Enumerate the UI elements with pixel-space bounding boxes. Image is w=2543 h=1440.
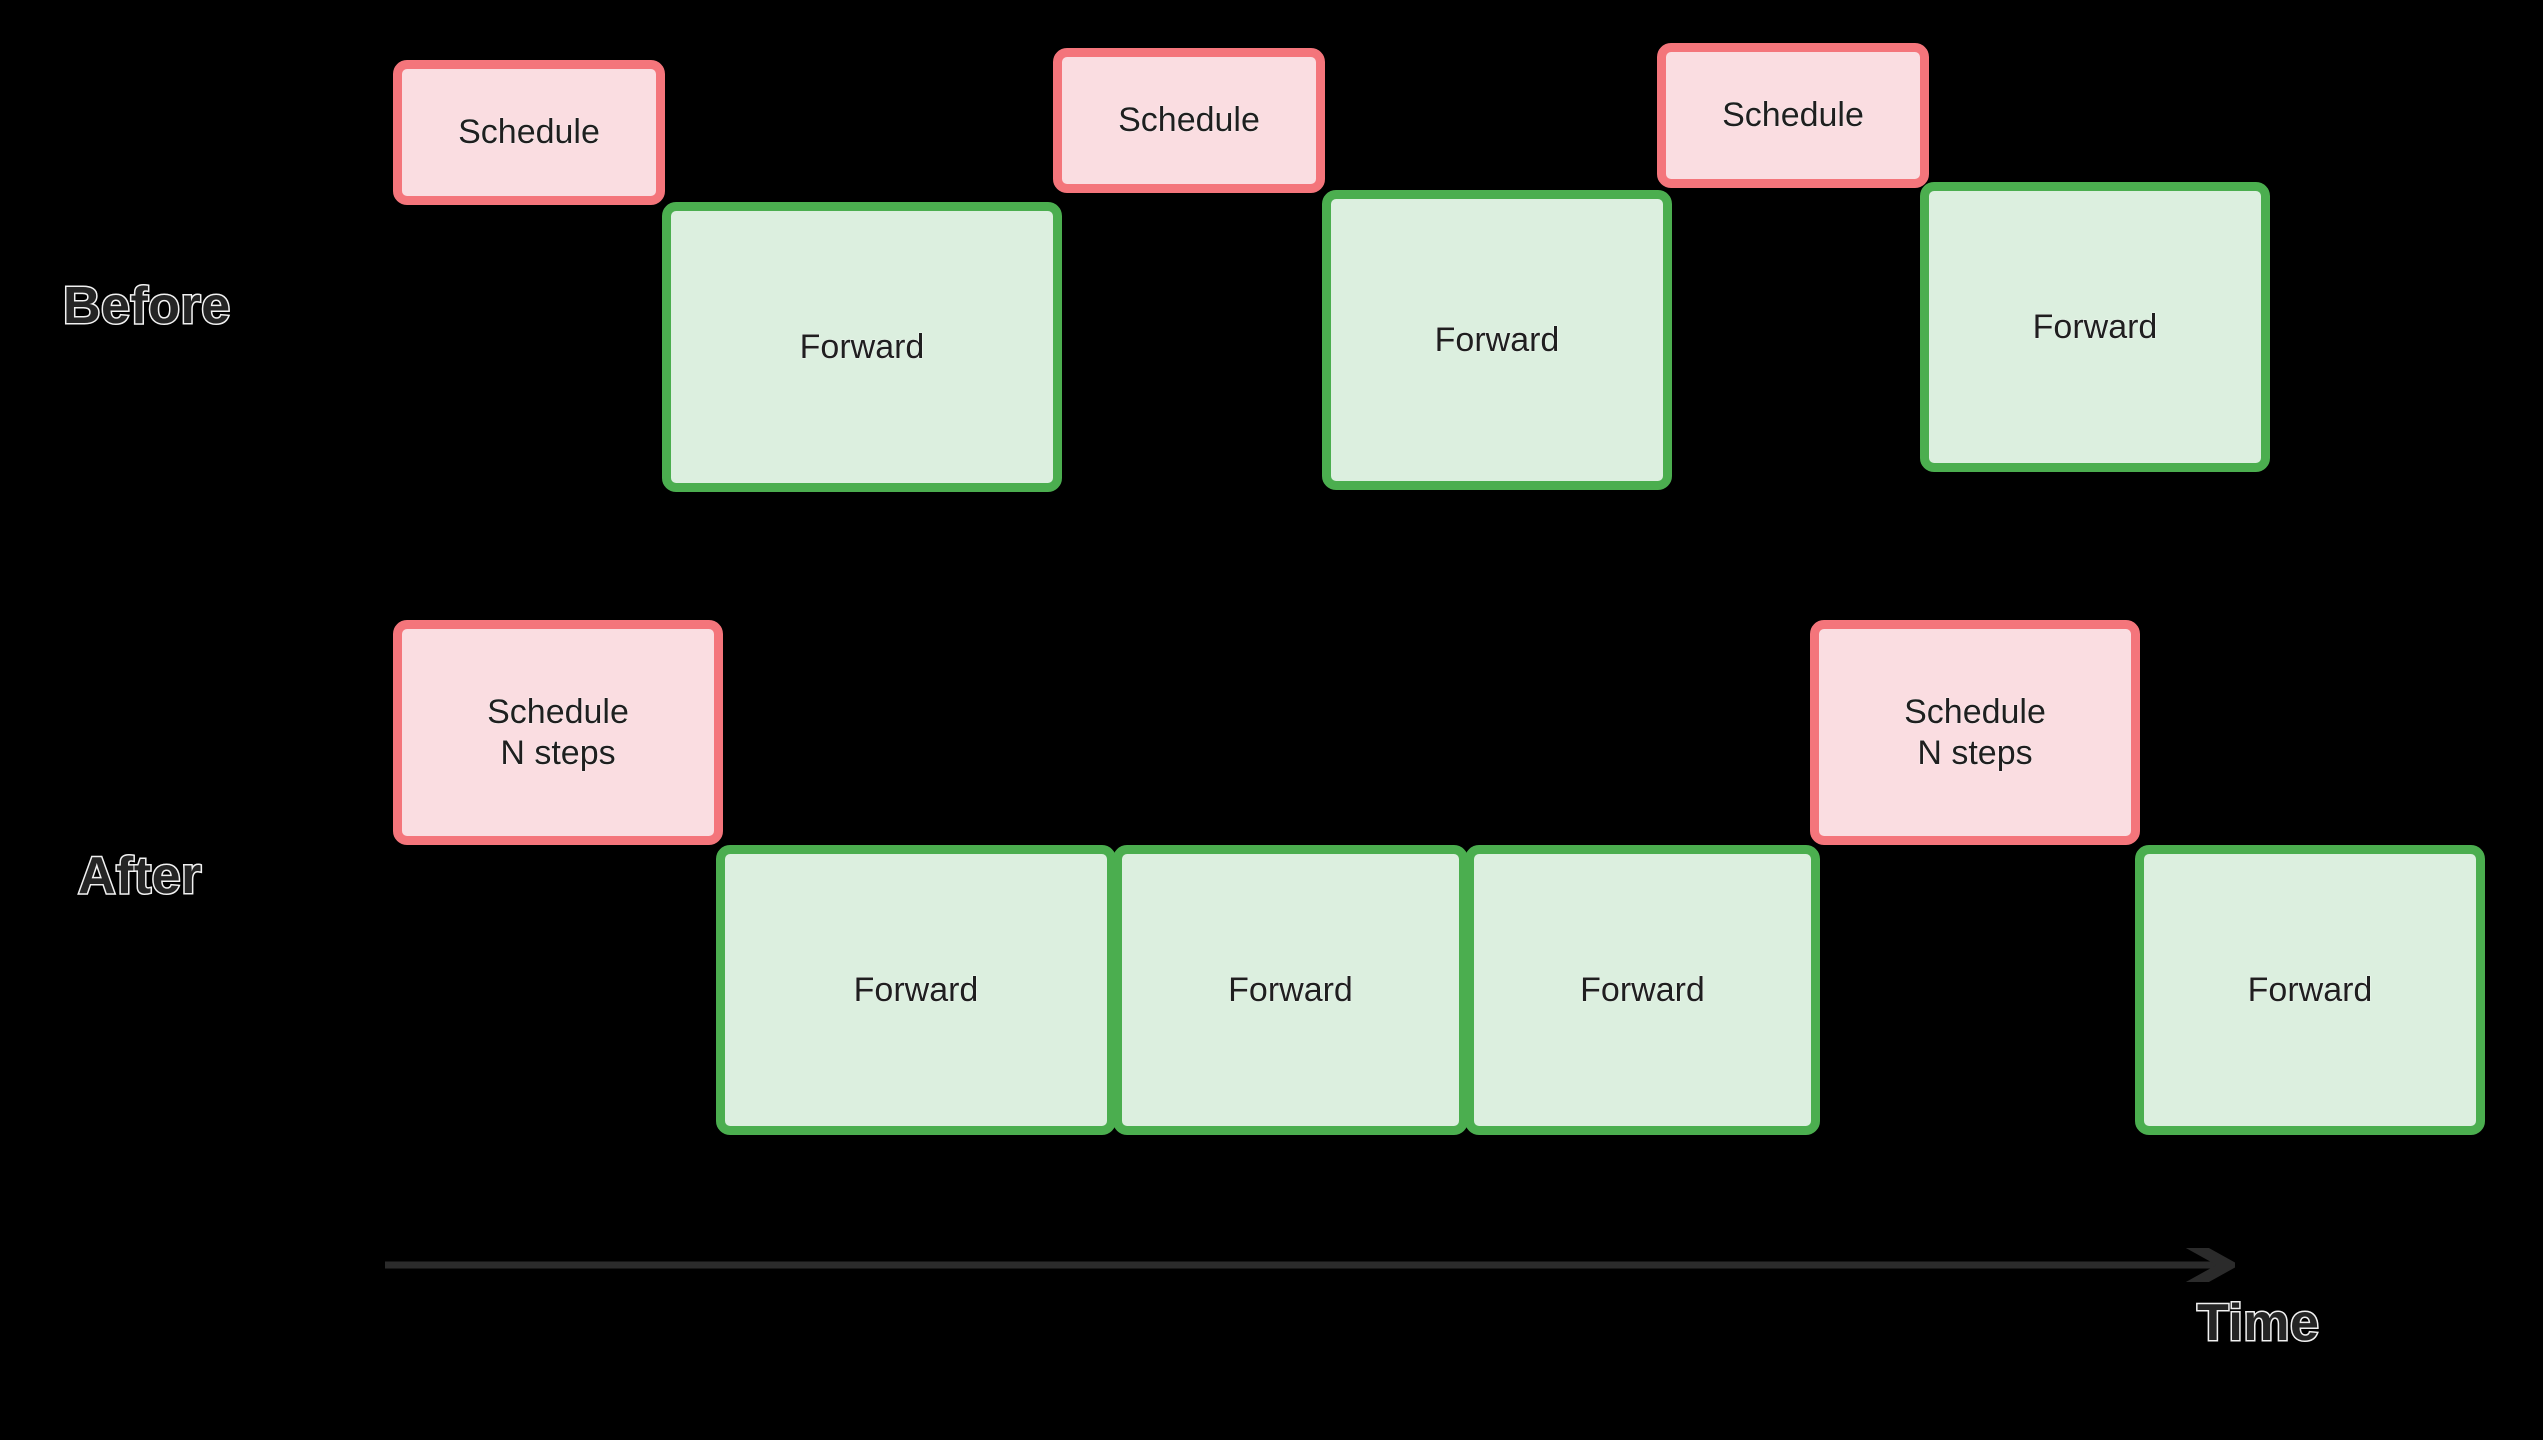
forward-block: Forward: [662, 202, 1062, 492]
time-axis: [383, 1248, 2253, 1282]
schedule-block: Schedule N steps: [393, 620, 723, 845]
forward-block: Forward: [1465, 845, 1820, 1135]
time-arrow-icon: [385, 1248, 2253, 1282]
schedule-block: Schedule: [1657, 43, 1929, 188]
forward-block: Forward: [1322, 190, 1672, 490]
forward-block: Forward: [716, 845, 1116, 1135]
forward-block: Forward: [1920, 182, 2270, 472]
row-label-after: After: [77, 847, 203, 905]
forward-block: Forward: [1113, 845, 1468, 1135]
schedule-block: Schedule: [1053, 48, 1325, 193]
row-label-before: Before: [62, 277, 232, 335]
schedule-block: Schedule N steps: [1810, 620, 2140, 845]
time-axis-label: Time: [2195, 1294, 2320, 1352]
forward-block: Forward: [2135, 845, 2485, 1135]
schedule-block: Schedule: [393, 60, 665, 205]
